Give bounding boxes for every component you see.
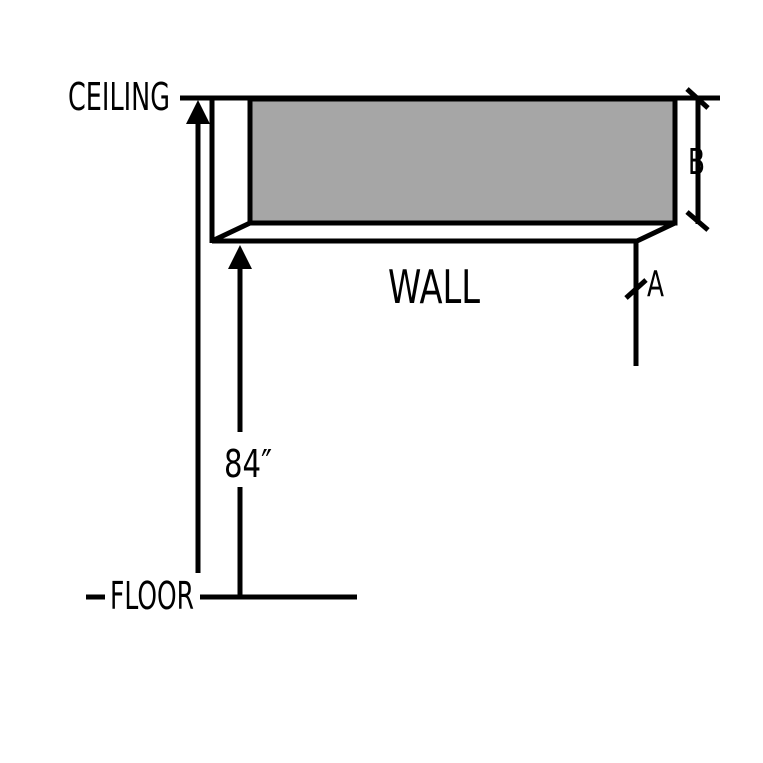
dimension-a-tick [624,278,648,300]
arrow-up-icon [186,100,210,124]
height-label: 84″ [224,442,272,486]
arrow-up-icon [228,245,252,269]
cabinet-front-panel [247,96,678,226]
wall-label: WALL [388,260,480,314]
dimension-b-label: B [688,142,705,183]
cabinet-depth-right [635,220,677,244]
ceiling-label: CEILING [68,75,170,119]
dimension-b-tick-bottom [685,210,710,232]
dimension-a-label: A [647,264,664,305]
cabinet-depth-left [210,220,252,244]
dimension-b-tick-top [685,87,710,110]
floor-label: FLOOR [110,574,194,618]
